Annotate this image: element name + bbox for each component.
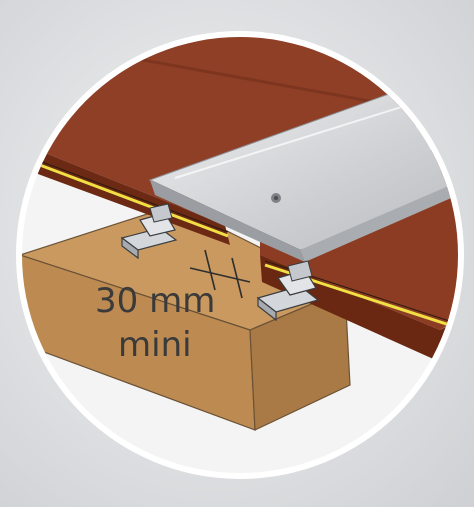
hidden-deck-clip-icon-2	[256, 260, 320, 322]
gap-dimension-icon	[189, 249, 251, 299]
hidden-deck-clip-icon	[120, 203, 178, 260]
gap-width-label: 30 mm	[95, 281, 215, 321]
cover-profile	[148, 89, 458, 262]
gap-min-label: mini	[118, 325, 192, 365]
